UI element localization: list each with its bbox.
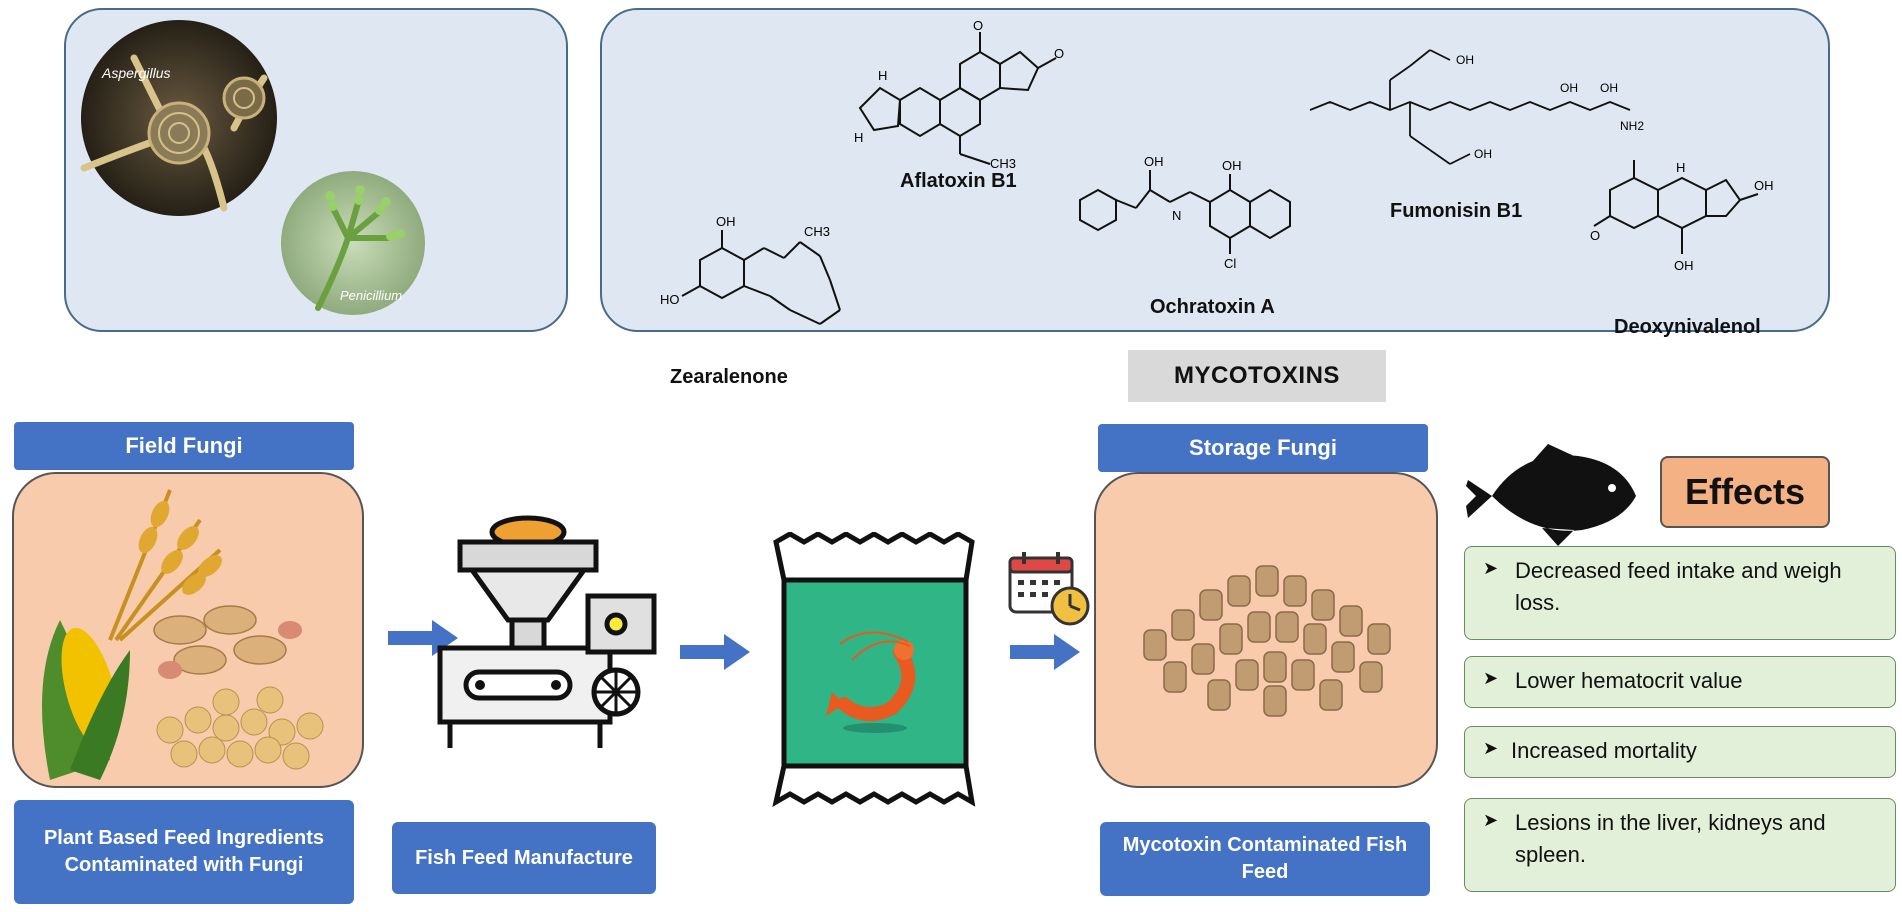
grains-illustration <box>42 489 324 780</box>
o-label: O <box>973 18 983 33</box>
mycotoxins-panel <box>600 8 1830 332</box>
fumonisin-structure: OH OH OH OH NH2 <box>1309 49 1644 165</box>
effect-text: Lower hematocrit value <box>1515 668 1743 693</box>
zearalenone-structure: OH HO CH3 <box>660 214 841 325</box>
oh-label: OH <box>1474 147 1492 161</box>
ochratoxin-label: Ochratoxin A <box>1150 296 1275 318</box>
o-label: O <box>1590 228 1600 243</box>
zearalenone-label: Zearalenone <box>670 366 788 388</box>
manufacture-machine-icon <box>437 515 657 748</box>
effect-item: ➤ Lower hematocrit value <box>1464 656 1896 708</box>
effect-item: ➤ Decreased feed intake and weigh loss. <box>1464 546 1896 640</box>
oh-label: OH <box>1600 81 1618 95</box>
mycotoxins-title: MYCOTOXINS <box>1128 350 1386 402</box>
aflatoxin-label: Aflatoxin B1 <box>900 170 1017 192</box>
deoxynivalenol-label: Deoxynivalenol <box>1614 316 1761 338</box>
oh-label: OH <box>716 214 736 229</box>
fish-feed-pellets-image <box>1143 565 1391 717</box>
oh-label: OH <box>1222 158 1242 173</box>
aspergillus-image: Aspergillus <box>80 20 277 216</box>
arrow-bullet-icon: ➤ <box>1483 738 1499 758</box>
aflatoxin-structure: O O H H CH3 <box>854 18 1064 171</box>
effect-text: Decreased feed intake and weigh loss. <box>1515 558 1842 615</box>
ochratoxin-structure: OH N OH Cl <box>1079 154 1291 271</box>
shrimp-icon <box>826 631 916 733</box>
arrow-right-icon <box>680 634 750 670</box>
h-label: H <box>854 130 863 145</box>
contaminated-feed-label: Mycotoxin Contaminated Fish Feed <box>1100 822 1430 896</box>
feed-bag-icon <box>772 532 976 807</box>
oh-label: OH <box>1456 53 1474 67</box>
effect-item: ➤ Lesions in the liver, kidneys and sple… <box>1464 798 1896 892</box>
cl-label: Cl <box>1224 256 1236 271</box>
arrow-bullet-icon: ➤ <box>1483 668 1499 688</box>
oh-label: OH <box>1754 178 1774 193</box>
arrow-bullet-icon: ➤ <box>1483 558 1499 578</box>
deoxynivalenol-structure: O OH OH H <box>1590 160 1774 273</box>
field-fungi-label: Field Fungi <box>14 422 354 470</box>
effect-item: ➤ Increased mortality <box>1464 726 1896 778</box>
oh-label: OH <box>1560 81 1578 95</box>
effects-title: Effects <box>1660 456 1830 528</box>
oh-label: OH <box>1144 154 1164 169</box>
arrow-bullet-icon: ➤ <box>1483 810 1499 830</box>
ho-label: HO <box>660 292 680 307</box>
oh-label: OH <box>1674 258 1694 273</box>
arrow-right-icon <box>1010 634 1080 670</box>
n-label: N <box>1172 208 1181 223</box>
storage-fungi-label: Storage Fungi <box>1098 424 1428 472</box>
penicillium-label: Penicillium <box>340 288 402 303</box>
effect-text: Increased mortality <box>1511 738 1697 763</box>
o-label: O <box>1054 46 1064 61</box>
h-label: H <box>1676 160 1685 175</box>
fish-silhouette-icon <box>1466 444 1636 546</box>
ch3-label: CH3 <box>990 156 1016 171</box>
calendar-clock-icon <box>1008 552 1090 626</box>
h-label: H <box>878 68 887 83</box>
manufacture-label: Fish Feed Manufacture <box>392 822 656 894</box>
ch3-label: CH3 <box>804 224 830 239</box>
nh2-label: NH2 <box>1620 119 1644 133</box>
plant-feed-label: Plant Based Feed Ingredients Contaminate… <box>14 800 354 904</box>
effect-text: Lesions in the liver, kidneys and spleen… <box>1515 810 1826 867</box>
fumonisin-label: Fumonisin B1 <box>1390 200 1523 222</box>
aspergillus-label: Aspergillus <box>101 65 170 81</box>
penicillium-image: Penicillium <box>281 171 425 315</box>
